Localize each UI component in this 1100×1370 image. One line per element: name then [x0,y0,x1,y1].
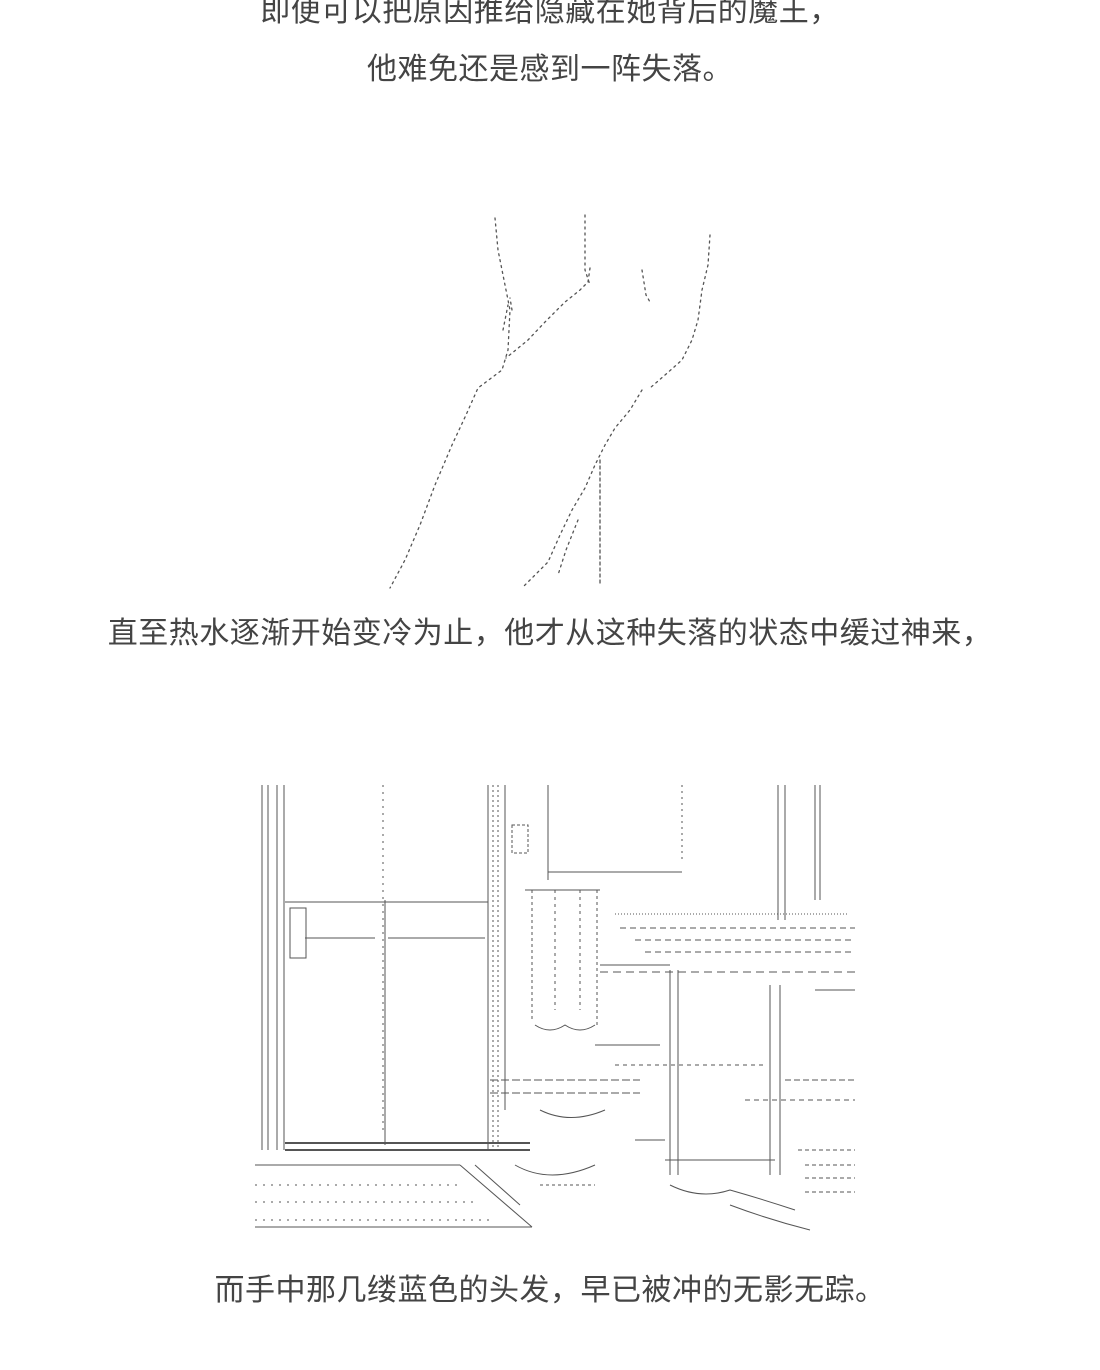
caption-line-2: 他难免还是感到一阵失落。 [367,52,733,87]
caption-line-1: 即便可以把原因推给隐藏在她背后的魔王， [260,0,840,29]
caption-line-4: 而手中那几缕蓝色的头发，早已被冲的无影无踪。 [214,1273,886,1308]
figure-silhouette-art [389,214,711,589]
bathroom-scene-art [255,785,855,1231]
caption-line-3: 直至热水逐渐开始变冷为止，他才从这种失落的状态中缓过神来， [107,616,993,651]
